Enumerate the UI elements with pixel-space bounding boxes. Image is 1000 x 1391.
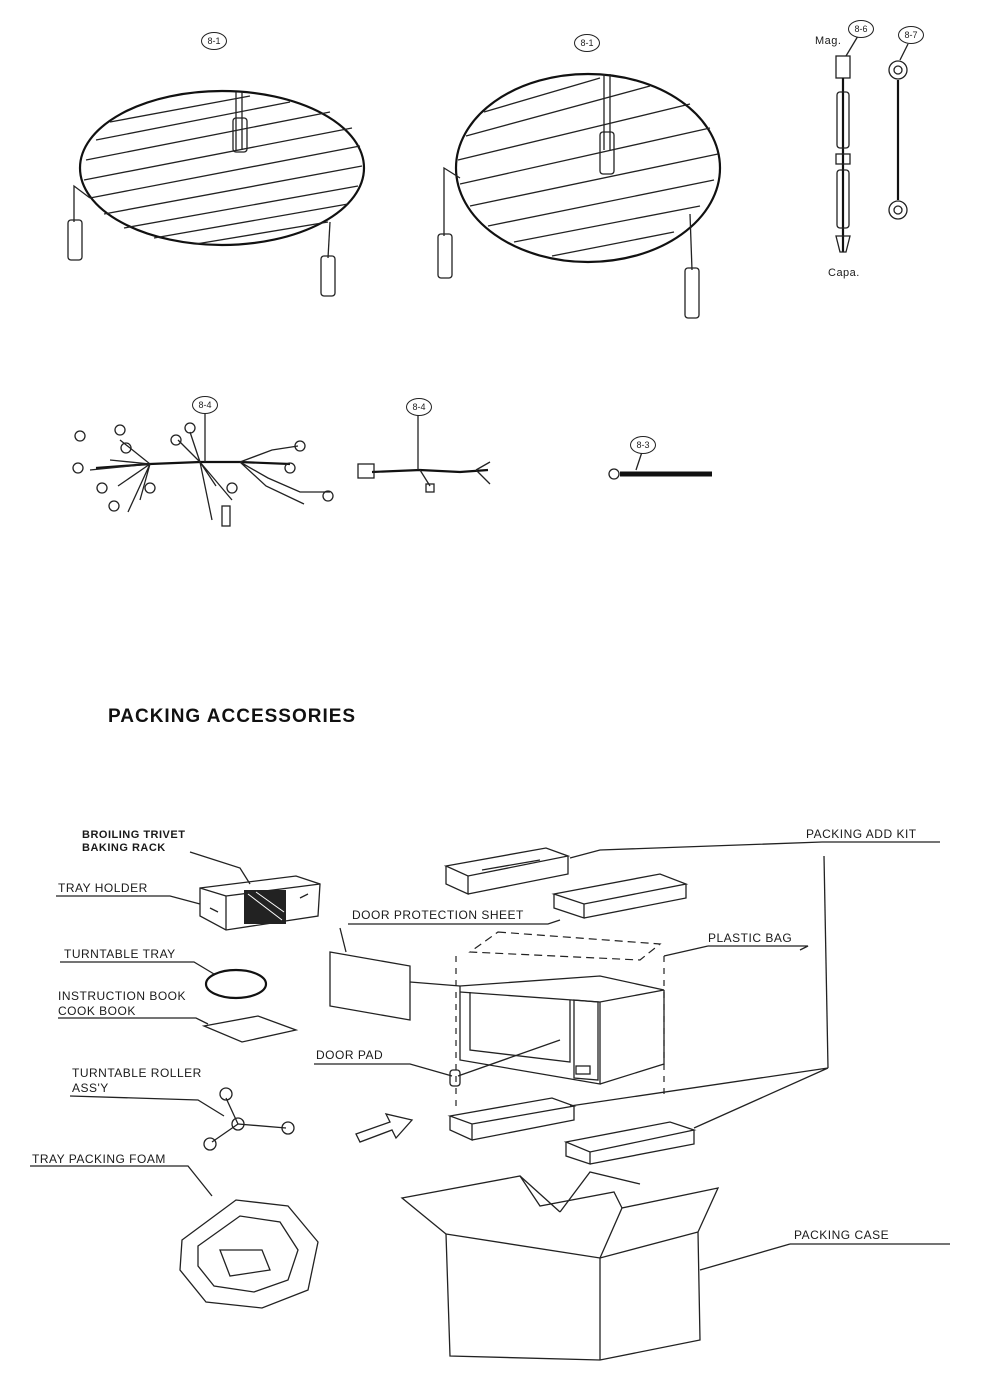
cook-book-label: COOK BOOK [58, 1004, 136, 1018]
tray-packing-foam-label: TRAY PACKING FOAM [32, 1152, 166, 1166]
instruction-book-label: INSTRUCTION BOOK [58, 989, 187, 1003]
rod-8-3 [608, 451, 712, 480]
rack-2-ref: 8-1 [574, 34, 600, 52]
turntable-roller-label: TURNTABLE ROLLER [72, 1066, 202, 1080]
door-protection-sheet-label: DOOR PROTECTION SHEET [352, 908, 524, 922]
packing-case-label: PACKING CASE [794, 1228, 890, 1242]
plastic-bag-drawing [468, 931, 662, 961]
cable-ref: 8-7 [898, 26, 924, 44]
magnetron-lead [835, 35, 859, 253]
packing-add-kit-label: PACKING ADD KIT [806, 827, 917, 841]
tray-packing-foam-drawing [179, 1199, 319, 1309]
turntable-tray-label: TURNTABLE TRAY [64, 947, 176, 961]
wire-harness-1 [72, 410, 334, 527]
rack-1-ref: 8-1 [201, 32, 227, 50]
cable-8-7 [888, 43, 909, 220]
tray-holder-drawing [199, 875, 321, 931]
door-pad-drawing [449, 1069, 461, 1087]
leader-lines [30, 841, 950, 1271]
packing-foam-top [443, 847, 689, 919]
mag-label: Mag. [815, 35, 842, 47]
roller-drawing [203, 1087, 295, 1151]
harness-1-ref: 8-4 [192, 396, 218, 414]
wire-harness-2 [357, 412, 491, 493]
door-pad-label: DOOR PAD [316, 1048, 384, 1062]
rack-1 [67, 89, 366, 297]
plastic-bag-label: PLASTIC BAG [708, 931, 793, 945]
broiling-trivet-label: BROILING TRIVET [82, 829, 186, 841]
capa-label: Capa. [828, 267, 860, 279]
roller-assy-label: ASS'Y [72, 1081, 109, 1095]
rod-ref: 8-3 [630, 436, 656, 454]
assembly-arrow [355, 1113, 414, 1143]
turntable-tray-drawing [204, 968, 268, 1000]
magnetron-lead-ref: 8-6 [848, 20, 874, 38]
packing-foam-bottom [447, 1097, 697, 1165]
instruction-book-drawing [201, 1015, 299, 1043]
door-protection-sheet-drawing [329, 951, 411, 1021]
tray-holder-label: TRAY HOLDER [58, 881, 148, 895]
baking-rack-label: BAKING RACK [82, 842, 166, 854]
section-title: PACKING ACCESSORIES [108, 706, 357, 727]
microwave-oven-drawing [459, 975, 665, 1085]
packing-case-drawing [400, 1171, 720, 1361]
harness-2-ref: 8-4 [406, 398, 432, 416]
rack-2 [437, 72, 722, 319]
